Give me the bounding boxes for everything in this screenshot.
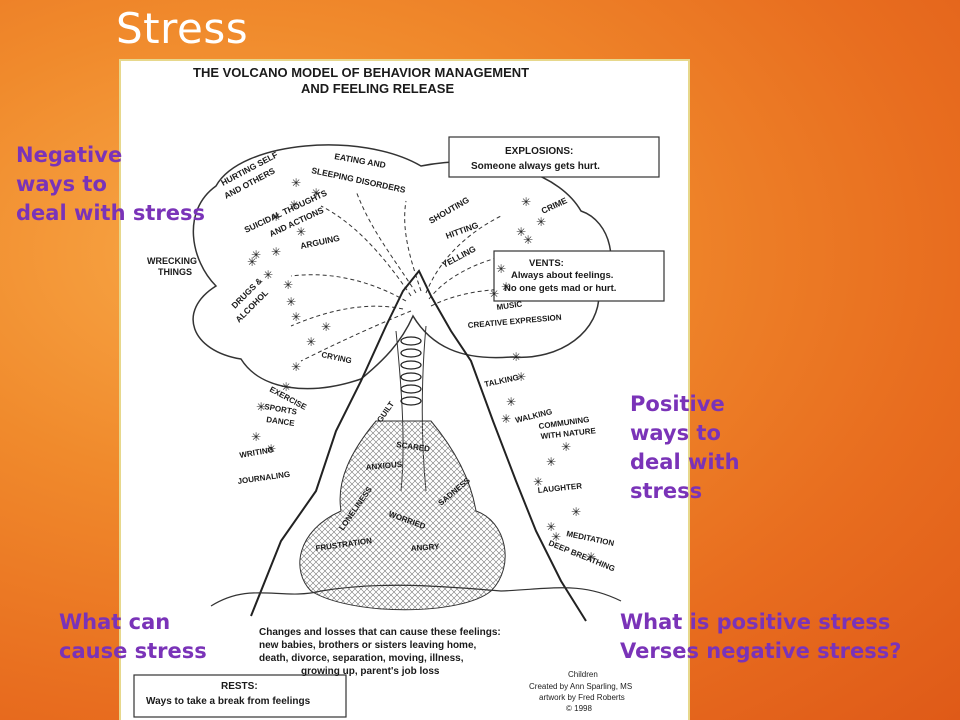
positive-line: deal with <box>630 450 740 474</box>
asterisk-mark: ✳ <box>533 475 543 489</box>
label-things: THINGS <box>158 267 192 277</box>
label-eating: EATING AND <box>334 151 387 170</box>
credit-line1: Children <box>568 670 598 679</box>
negative-line: deal with stress <box>16 201 205 225</box>
asterisk-mark: ✳ <box>501 280 511 294</box>
asterisk-mark: ✳ <box>536 215 546 229</box>
asterisk-mark: ✳ <box>489 287 499 301</box>
asterisk-mark: ✳ <box>251 248 261 262</box>
explosions-heading: EXPLOSIONS: <box>505 146 573 157</box>
credit-line4: © 1998 <box>566 704 592 713</box>
asterisk-mark: ✳ <box>511 350 521 364</box>
asterisk-mark: ✳ <box>561 440 571 454</box>
vents-line2: No one gets mad or hurt. <box>504 283 616 294</box>
label-talking: TALKING <box>484 373 520 389</box>
explosions-box <box>448 136 660 178</box>
rests-text: Ways to take a break from feelings <box>146 696 311 707</box>
asterisk-mark: ✳ <box>321 320 331 334</box>
credit-line3: artwork by Fred Roberts <box>539 693 625 702</box>
changes-line1: Changes and losses that can cause these … <box>259 627 501 638</box>
asterisk-mark: ✳ <box>281 380 291 394</box>
label-shouting: SHOUTING <box>427 194 471 225</box>
asterisk-mark: ✳ <box>506 395 516 409</box>
positive-ways-callout: Positive ways to deal with stress <box>630 390 740 506</box>
asterisk-mark: ✳ <box>263 268 273 282</box>
rests-box <box>133 674 347 718</box>
asterisk-mark: ✳ <box>551 530 561 544</box>
label-dance: DANCE <box>266 415 296 428</box>
negative-line: Negative <box>16 143 123 167</box>
asterisk-mark: ✳ <box>271 210 281 224</box>
asterisk-mark: ✳ <box>271 245 281 259</box>
feelings-chamber <box>299 420 506 611</box>
asterisk-mark: ✳ <box>546 455 556 469</box>
causes-line: cause stress <box>59 639 207 663</box>
asterisk-mark: ✳ <box>586 550 596 564</box>
changes-line4: growing up, parent's job loss <box>301 666 440 677</box>
credit-line2: Created by Ann Sparling, MS <box>529 682 632 691</box>
asterisk-mark: ✳ <box>521 195 531 209</box>
changes-line3: death, divorce, separation, moving, illn… <box>259 653 464 664</box>
asterisk-mark: ✳ <box>516 225 526 239</box>
positive-line: Positive <box>630 392 725 416</box>
label-yelling: YELLING <box>440 243 478 269</box>
volcano-illustration: THE VOLCANO MODEL OF BEHAVIOR MANAGEMENT… <box>133 65 665 718</box>
asterisk-mark: ✳ <box>496 262 506 276</box>
rests-heading: RESTS: <box>221 681 258 692</box>
eruption-lines <box>290 190 542 362</box>
feeling-angry: ANGRY <box>411 542 441 553</box>
asterisk-mark: ✳ <box>306 335 316 349</box>
volcano-outline <box>250 269 587 622</box>
label-laughter: LAUGHTER <box>537 481 582 495</box>
positive-line: ways to <box>630 421 721 445</box>
label-hitting: HITTING <box>444 220 480 241</box>
eruption-cloud <box>192 144 612 390</box>
asterisk-mark: ✳ <box>256 400 266 414</box>
asterisk-mark: ✳ <box>266 442 276 456</box>
asterisk-mark: ✳ <box>291 310 301 324</box>
asterisk-mark: ✳ <box>523 233 533 247</box>
label-wrecking: WRECKING <box>147 256 197 266</box>
asterisk-mark: ✳ <box>501 412 511 426</box>
figure-title-line1: THE VOLCANO MODEL OF BEHAVIOR MANAGEMENT <box>193 65 529 80</box>
asterisk-mark: ✳ <box>251 430 261 444</box>
asterisk-mark: ✳ <box>546 520 556 534</box>
figure-title-line2: AND FEELING RELEASE <box>301 81 454 96</box>
asterisk-marks: ✳✳✳✳✳✳✳✳✳✳✳✳✳✳✳✳✳✳✳✳✳✳✳✳✳✳✳✳✳✳✳✳✳✳✳✳✳ <box>247 176 596 564</box>
asterisk-mark: ✳ <box>311 186 321 200</box>
asterisk-mark: ✳ <box>286 295 296 309</box>
explosions-text: Someone always gets hurt. <box>471 161 600 172</box>
asterisk-mark: ✳ <box>291 360 301 374</box>
causes-callout: What can cause stress <box>59 608 207 666</box>
label-journaling: JOURNALING <box>237 470 291 486</box>
vents-line1: Always about feelings. <box>511 270 613 281</box>
label-crime: CRIME <box>540 195 569 216</box>
negative-line: ways to <box>16 172 107 196</box>
feeling-anxious: ANXIOUS <box>365 460 403 472</box>
compare-line: Verses negative stress? <box>620 639 902 663</box>
vents-box <box>493 250 665 302</box>
label-crying: CRYING <box>321 350 353 365</box>
asterisk-mark: ✳ <box>571 505 581 519</box>
asterisk-mark: ✳ <box>247 255 257 269</box>
changes-line2: new babies, brothers or sisters leaving … <box>259 640 477 651</box>
slide-title: Stress <box>116 4 249 53</box>
asterisk-mark: ✳ <box>291 176 301 190</box>
negative-ways-callout: Negative ways to deal with stress <box>16 141 205 228</box>
asterisk-mark: ✳ <box>283 278 293 292</box>
spring-coil <box>400 336 422 406</box>
label-meditation: MEDITATION <box>566 529 616 548</box>
volcano-model-figure: THE VOLCANO MODEL OF BEHAVIOR MANAGEMENT… <box>121 61 688 720</box>
label-creative: CREATIVE EXPRESSION <box>467 313 562 330</box>
vents-heading: VENTS: <box>529 258 564 269</box>
asterisk-mark: ✳ <box>296 225 306 239</box>
causes-line: What can <box>59 610 171 634</box>
positive-line: stress <box>630 479 703 503</box>
compare-line: What is positive stress <box>620 610 891 634</box>
asterisk-mark: ✳ <box>289 198 299 212</box>
label-music: MUSIC <box>496 299 523 312</box>
asterisk-mark: ✳ <box>516 370 526 384</box>
compare-stress-callout: What is positive stress Verses negative … <box>620 608 901 666</box>
feeling-guilt: GUILT <box>375 400 396 424</box>
